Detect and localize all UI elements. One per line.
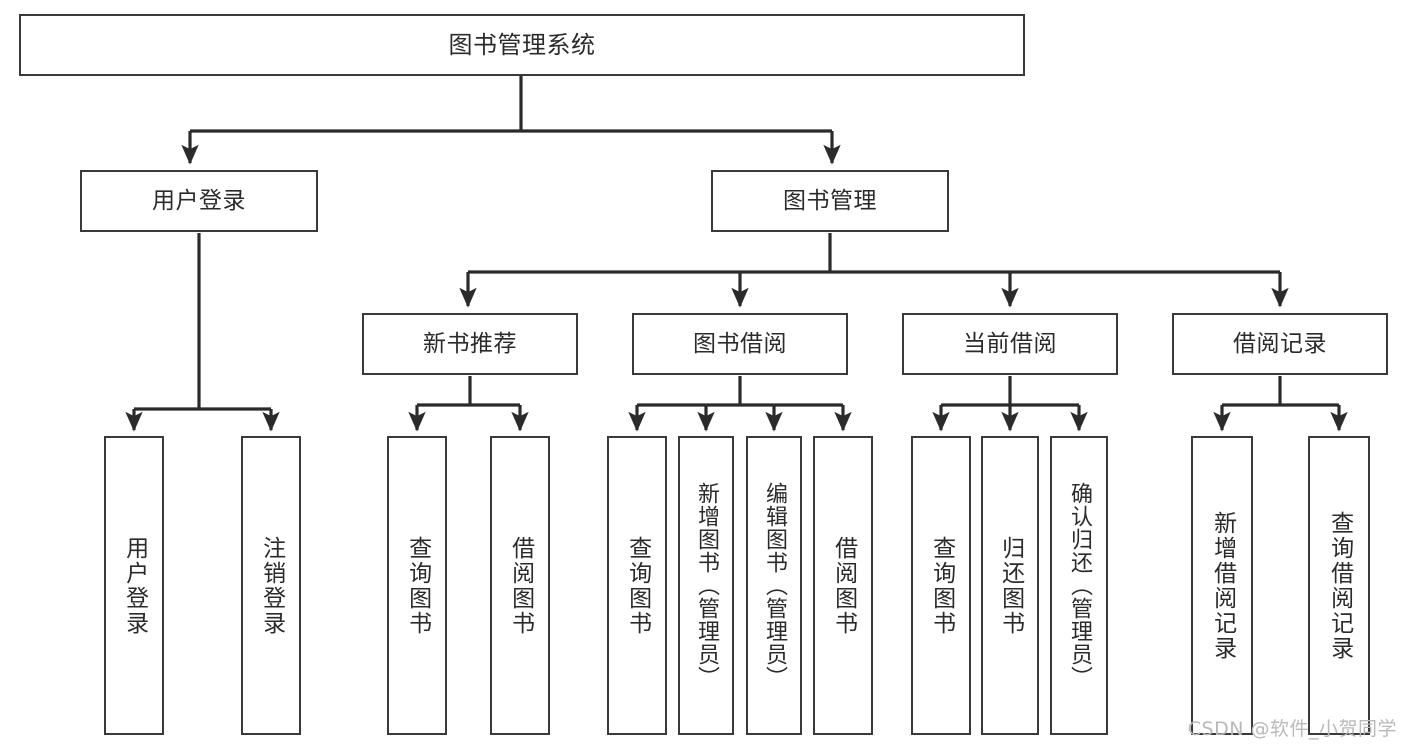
leaf-borrow-book-borrow[interactable]: 借阅图书 <box>813 436 873 735</box>
node-label: 当前借阅 <box>963 330 1057 357</box>
node-label: 归还图书 <box>997 535 1024 636</box>
node-label: 图书借阅 <box>693 330 787 357</box>
node-label: 借阅记录 <box>1233 330 1327 357</box>
leaf-query-book-borrow[interactable]: 查询图书 <box>607 436 667 735</box>
leaf-add-borrow-record[interactable]: 新增借阅记录 <box>1191 436 1253 735</box>
node-label: 查询借阅记录 <box>1326 510 1353 661</box>
node-user-login[interactable]: 用户登录 <box>80 170 318 232</box>
node-borrow-record[interactable]: 借阅记录 <box>1172 313 1388 375</box>
node-label: 用户登录 <box>121 535 148 636</box>
node-label: 确认归还（管理员） <box>1066 482 1092 689</box>
leaf-confirm-return-admin[interactable]: 确认归还（管理员） <box>1050 436 1108 735</box>
leaf-query-book-recommend[interactable]: 查询图书 <box>387 436 447 735</box>
leaf-user-login[interactable]: 用户登录 <box>104 436 164 735</box>
node-label: 新书推荐 <box>423 330 517 357</box>
node-new-book-recommend[interactable]: 新书推荐 <box>362 313 578 375</box>
node-label: 图书管理系统 <box>448 31 596 59</box>
leaf-return-book[interactable]: 归还图书 <box>981 436 1039 735</box>
node-label: 查询图书 <box>404 535 431 636</box>
node-label: 查询图书 <box>624 535 651 636</box>
leaf-borrow-book-recommend[interactable]: 借阅图书 <box>490 436 550 735</box>
node-book-borrow[interactable]: 图书借阅 <box>632 313 848 375</box>
node-label: 编辑图书（管理员） <box>761 482 787 689</box>
watermark-label: CSDN @软件_小贺同学 <box>1187 718 1397 740</box>
node-current-borrow[interactable]: 当前借阅 <box>902 313 1118 375</box>
node-root-system[interactable]: 图书管理系统 <box>19 14 1025 76</box>
node-label: 借阅图书 <box>830 535 857 636</box>
leaf-query-borrow-record[interactable]: 查询借阅记录 <box>1308 436 1370 735</box>
node-label: 新增借阅记录 <box>1209 510 1236 661</box>
node-book-manage[interactable]: 图书管理 <box>711 170 949 232</box>
leaf-query-book-current[interactable]: 查询图书 <box>911 436 971 735</box>
leaf-edit-book-admin[interactable]: 编辑图书（管理员） <box>746 436 802 735</box>
node-label: 图书管理 <box>783 187 877 214</box>
leaf-add-book-admin[interactable]: 新增图书（管理员） <box>678 436 734 735</box>
node-label: 查询图书 <box>928 535 955 636</box>
node-label: 注销登录 <box>258 535 285 636</box>
node-label: 借阅图书 <box>507 535 534 636</box>
leaf-user-logout[interactable]: 注销登录 <box>241 436 301 735</box>
node-label: 用户登录 <box>152 187 246 214</box>
node-label: 新增图书（管理员） <box>693 482 719 689</box>
